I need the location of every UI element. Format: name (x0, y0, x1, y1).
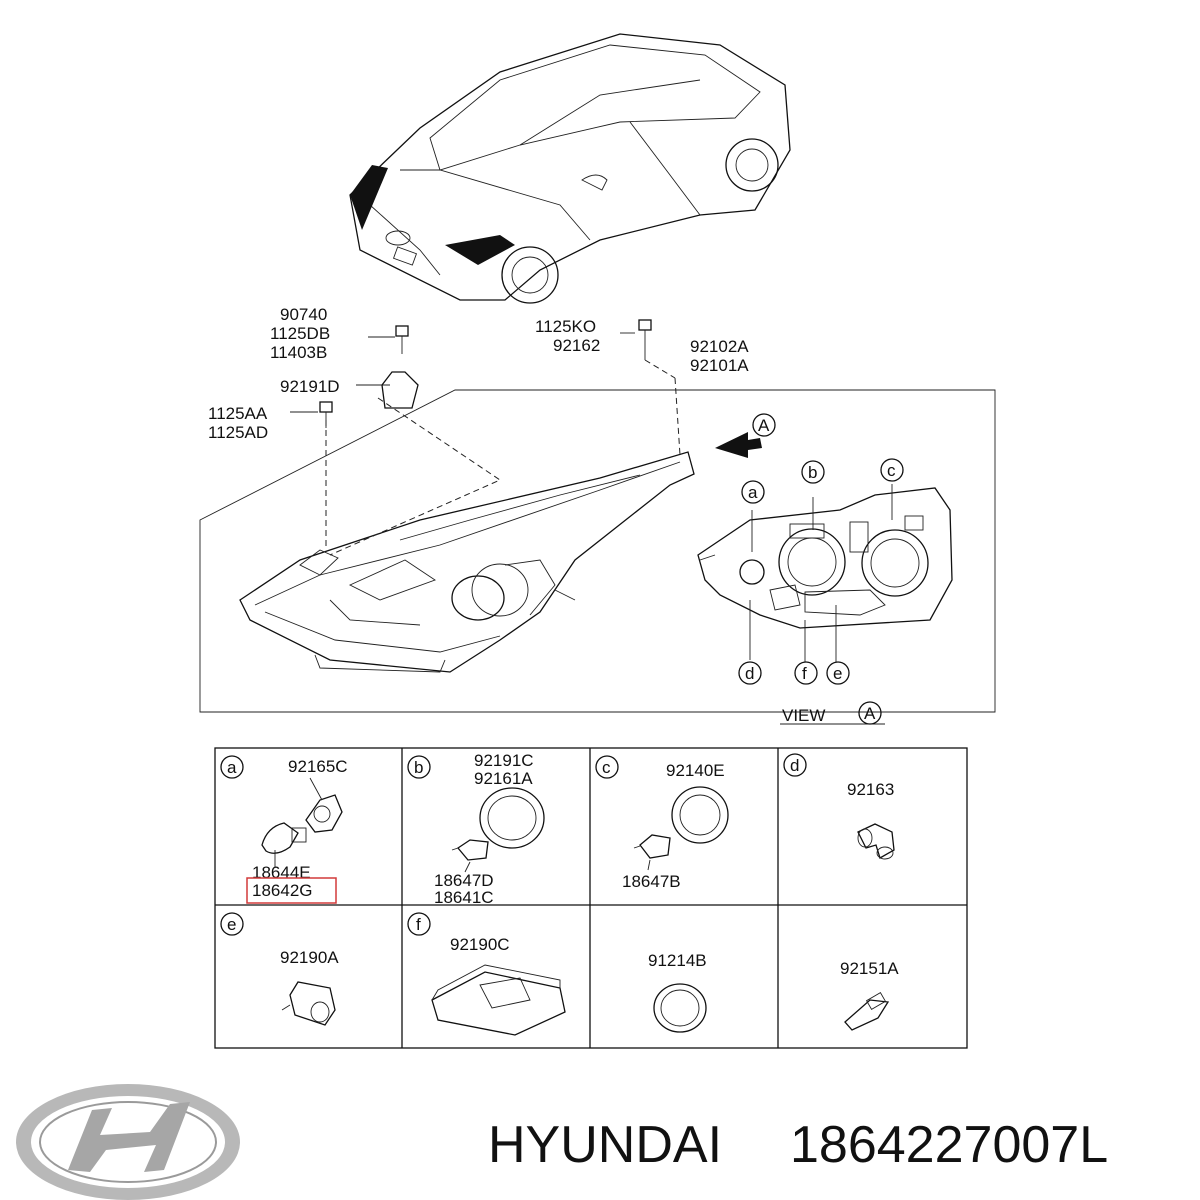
circle-d: d (745, 664, 754, 683)
part-92190c: 92190C (450, 935, 510, 954)
callout-92162: 92162 (553, 336, 600, 355)
rear-callout-circles: a b c d f e (738, 458, 904, 685)
screw-top-left (395, 325, 409, 354)
cell-91214b-drawing (653, 983, 707, 1033)
view-text: VIEW (782, 706, 825, 725)
cell-f-letter: f (416, 915, 421, 934)
callout-1125ad: 1125AD (208, 423, 268, 442)
highlight-box (246, 877, 337, 904)
cell-b-parts-drawing (451, 787, 545, 873)
view-a-marker: A (752, 413, 776, 437)
circle-c: c (887, 461, 896, 480)
screw-left (319, 401, 333, 428)
cell-e-letter: e (227, 915, 236, 934)
cell-92151a-drawing (844, 992, 890, 1031)
callout-90740: 90740 (280, 305, 327, 324)
cell-e-parts-drawing (281, 981, 336, 1026)
screw-top-mid (638, 319, 652, 343)
part-92165c: 92165C (288, 757, 348, 776)
cell-b-letter: b (414, 758, 423, 777)
brand-name: HYUNDAI (488, 1116, 722, 1174)
callout-labels: 90740 1125DB 11403B 92191D 1125AA 1125AD… (208, 305, 749, 442)
callout-1125aa: 1125AA (208, 404, 268, 423)
circle-f: f (802, 664, 807, 683)
cell-part-labels: 92165C 18644E 18642G 92191C 92161A 18647… (252, 751, 899, 978)
svg-text:A: A (758, 416, 770, 435)
circle-b: b (808, 463, 817, 482)
cell-c-letter: c (602, 758, 611, 777)
callout-92191d: 92191D (280, 377, 340, 396)
circle-a: a (748, 483, 758, 502)
cell-d-letter: d (790, 756, 799, 775)
callout-92102a: 92102A (690, 337, 749, 356)
part-92151a: 92151A (840, 959, 899, 978)
footer-part-number: 1864227007L (790, 1116, 1108, 1174)
car-illustration (349, 33, 791, 304)
cell-c-parts-drawing (633, 786, 729, 871)
headlamp-assembly (239, 451, 695, 673)
hyundai-logo-icon (16, 1084, 240, 1200)
part-18647b: 18647B (622, 872, 681, 891)
cell-letters: a b c d e f (220, 753, 807, 936)
callout-11403b: 11403B (270, 343, 327, 362)
bracket-92191d (381, 371, 419, 409)
view-label-marker: A (864, 704, 876, 723)
part-92161a: 92161A (474, 769, 533, 788)
cell-f-parts-drawing (431, 964, 566, 1036)
part-18642g: 18642G (252, 881, 313, 900)
parts-grid (214, 747, 968, 1049)
circle-e: e (833, 664, 842, 683)
part-92190a: 92190A (280, 948, 339, 967)
part-18644e: 18644E (252, 863, 311, 882)
part-91214b: 91214B (648, 951, 707, 970)
part-92140e: 92140E (666, 761, 725, 780)
callout-92101a: 92101A (690, 356, 749, 375)
cell-a-parts-drawing (261, 777, 343, 868)
cell-d-parts-drawing (857, 823, 895, 860)
cell-a-letter: a (227, 758, 237, 777)
headlamp-rear-view (697, 487, 953, 629)
part-92191c: 92191C (474, 751, 534, 770)
part-92163: 92163 (847, 780, 894, 799)
callout-1125db: 1125DB (270, 324, 330, 343)
part-18647d: 18647D (434, 871, 494, 890)
part-18641c: 18641C (434, 888, 494, 907)
view-label: VIEW A (782, 701, 882, 725)
callout-1125ko: 1125KO (535, 317, 596, 336)
